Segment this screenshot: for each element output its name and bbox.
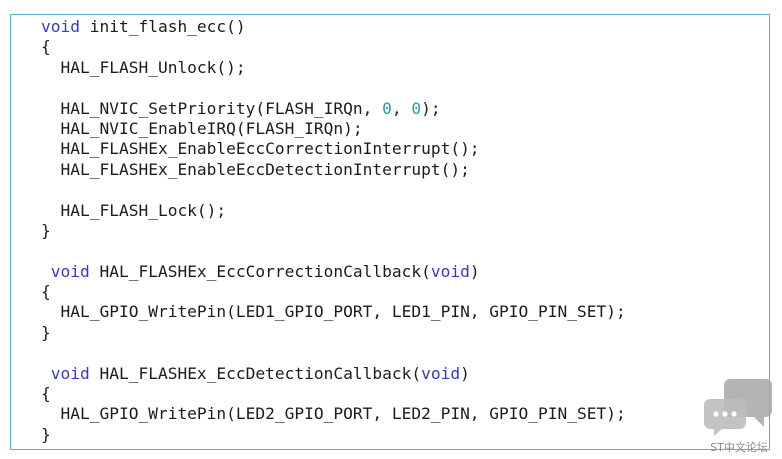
code-token: );	[421, 98, 441, 118]
code-line	[41, 180, 626, 200]
code-token: HAL_NVIC_EnableIRQ(FLASH_IRQn);	[41, 118, 363, 138]
code-line: HAL_FLASHEx_EnableEccDetectionInterrupt(…	[41, 160, 626, 180]
code-token: HAL_FLASHEx_EccDetectionCallback(	[89, 363, 422, 383]
code-snippet-frame: void init_flash_ecc(){ HAL_FLASH_Unlock(…	[10, 14, 770, 450]
code-line: void HAL_FLASHEx_EccDetectionCallback(vo…	[41, 364, 626, 384]
code-line: HAL_NVIC_EnableIRQ(FLASH_IRQn);	[41, 119, 626, 139]
code-line: void init_flash_ecc()	[41, 17, 626, 37]
code-keyword: void	[41, 17, 80, 36]
code-token: }	[41, 424, 51, 444]
code-line: HAL_FLASHEx_EnableEccCorrectionInterrupt…	[41, 139, 626, 159]
code-line: void HAL_FLASHEx_EccCorrectionCallback(v…	[41, 262, 626, 282]
code-line: {	[41, 37, 626, 57]
code-line: {	[41, 384, 626, 404]
code-token	[41, 262, 51, 281]
chat-bubbles-icon	[704, 379, 772, 436]
code-keyword: void	[50, 363, 90, 383]
code-token	[41, 364, 51, 383]
code-keyword: void	[421, 363, 461, 383]
code-token: init_flash_ecc()	[79, 17, 246, 36]
code-line: HAL_NVIC_SetPriority(FLASH_IRQn, 0, 0);	[41, 99, 626, 119]
code-token: {	[41, 37, 51, 57]
code-token: HAL_FLASH_Lock();	[41, 200, 227, 220]
code-line	[41, 78, 626, 98]
code-token: HAL_GPIO_WritePin(LED1_GPIO_PORT, LED1_P…	[41, 302, 626, 322]
code-line: HAL_GPIO_WritePin(LED1_GPIO_PORT, LED1_P…	[41, 302, 626, 322]
code-token: }	[41, 322, 51, 342]
watermark-label: ST中文论坛	[710, 441, 768, 454]
code-token: {	[41, 384, 51, 404]
code-keyword: void	[430, 261, 470, 281]
code-line: }	[41, 221, 626, 241]
code-token: HAL_FLASHEx_EccCorrectionCallback(	[89, 261, 431, 281]
code-number: 0	[382, 98, 392, 118]
code-token: )	[469, 261, 480, 281]
code-token: )	[460, 363, 470, 383]
code-line: {	[41, 282, 626, 302]
code-line: HAL_GPIO_WritePin(LED2_GPIO_PORT, LED2_P…	[41, 404, 626, 424]
watermark: ST中文论坛	[704, 377, 774, 455]
code-number: 0	[411, 98, 422, 118]
code-line	[41, 343, 626, 363]
code-token: HAL_NVIC_SetPriority(FLASH_IRQn,	[41, 98, 383, 118]
code-token: HAL_FLASHEx_EnableEccCorrectionInterrupt…	[41, 139, 480, 159]
code-token: HAL_FLASHEx_EnableEccDetectionInterrupt(…	[41, 159, 470, 179]
code-line: HAL_FLASH_Lock();	[41, 201, 626, 221]
code-block: void init_flash_ecc(){ HAL_FLASH_Unlock(…	[41, 17, 626, 445]
code-token: HAL_FLASH_Unlock();	[41, 57, 246, 77]
code-token: {	[41, 282, 51, 302]
code-token: }	[41, 220, 51, 240]
code-token: ,	[391, 98, 412, 118]
code-line	[41, 241, 626, 261]
code-line: }	[41, 425, 626, 445]
code-token: HAL_GPIO_WritePin(LED2_GPIO_PORT, LED2_P…	[41, 404, 626, 424]
code-keyword: void	[50, 261, 90, 281]
code-line: }	[41, 323, 626, 343]
code-line: HAL_FLASH_Unlock();	[41, 58, 626, 78]
